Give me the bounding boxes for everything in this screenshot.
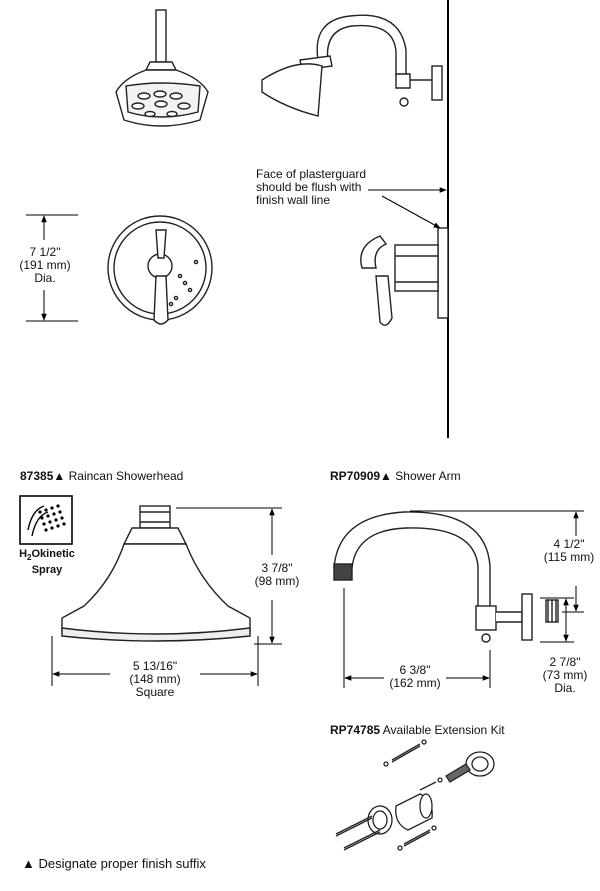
showerhead-name: Raincan Showerhead <box>65 469 184 483</box>
shower-arm-model: RP70909 <box>330 469 381 483</box>
showerhead-width-note: Square <box>135 685 175 699</box>
showerhead-width-label: 5 13/16" (148 mm) Square <box>112 660 198 699</box>
arm-rise-mm: (115 mm) <box>543 550 595 564</box>
valve-trim-side-view <box>360 227 449 326</box>
trim-diameter-dimension <box>26 214 78 322</box>
trim-diameter-note: Dia. <box>34 271 56 285</box>
h2okinetic-badge <box>19 495 73 545</box>
extension-kit-name: Available Extension Kit <box>380 723 505 737</box>
arm-reach-inches: 6 3/8" <box>399 663 431 677</box>
shower-arm-drawing <box>333 511 559 643</box>
plasterguard-callout-line-1: Face of plasterguard <box>256 167 367 181</box>
trim-diameter-mm: (191 mm) <box>19 258 71 272</box>
plasterguard-callout: Face of plasterguard should be flush wit… <box>256 168 366 207</box>
arm-rise-label: 4 1/2" (115 mm) <box>538 538 600 564</box>
raincan-showerhead-drawing <box>61 505 251 642</box>
footnote-mark: ▲ <box>22 856 35 871</box>
showerhead-model: 87385 <box>20 469 54 483</box>
badge-line-1: H2Okinetic <box>19 548 75 563</box>
arm-flange-label: 2 7/8" (73 mm) Dia. <box>536 656 594 695</box>
trim-diameter-label: 7 1/2" (191 mm) Dia. <box>16 246 74 285</box>
showerhead-height-label: 3 7/8" (98 mm) <box>248 562 306 588</box>
shower-arm-name: Shower Arm <box>391 469 461 483</box>
showerhead-front-view <box>115 9 209 127</box>
shower-arm-dimensions <box>343 510 584 688</box>
arm-reach-mm: (162 mm) <box>389 676 441 690</box>
arm-flange-note: Dia. <box>554 681 576 695</box>
trim-diameter-inches: 7 1/2" <box>29 245 61 259</box>
arm-flange-inches: 2 7/8" <box>549 655 581 669</box>
footnote-text: Designate proper finish suffix <box>34 856 206 871</box>
showerhead-height-inches: 3 7/8" <box>261 561 293 575</box>
extension-kit-title: RP74785 Available Extension Kit <box>330 724 505 737</box>
showerhead-title: 87385▲ Raincan Showerhead <box>20 470 183 483</box>
showerhead-width-inches: 5 13/16" <box>132 659 178 673</box>
plasterguard-callout-line-2: should be flush with <box>256 180 362 194</box>
shower-assembly-side-view <box>261 14 443 117</box>
badge-line-2: Spray <box>31 564 63 577</box>
plasterguard-callout-line-3: finish wall line <box>256 193 331 207</box>
arm-reach-label: 6 3/8" (162 mm) <box>384 664 446 690</box>
valve-trim-front-view <box>107 215 213 325</box>
extension-kit-drawing <box>335 739 495 851</box>
showerhead-height-mm: (98 mm) <box>254 574 300 588</box>
showerhead-width-mm: (148 mm) <box>129 672 181 686</box>
shower-arm-title: RP70909▲ Shower Arm <box>330 470 461 483</box>
showerhead-finish-mark: ▲ <box>53 469 66 483</box>
extension-kit-model: RP74785 <box>330 723 381 737</box>
plasterguard-leader-2 <box>381 195 441 229</box>
h2okinetic-badge-label: H2Okinetic Spray <box>14 548 80 576</box>
showerhead-dimensions <box>51 507 282 686</box>
shower-arm-finish-mark: ▲ <box>380 469 392 483</box>
finish-suffix-footnote: ▲ Designate proper finish suffix <box>22 856 206 871</box>
arm-rise-inches: 4 1/2" <box>553 537 585 551</box>
arm-flange-mm: (73 mm) <box>542 668 588 682</box>
